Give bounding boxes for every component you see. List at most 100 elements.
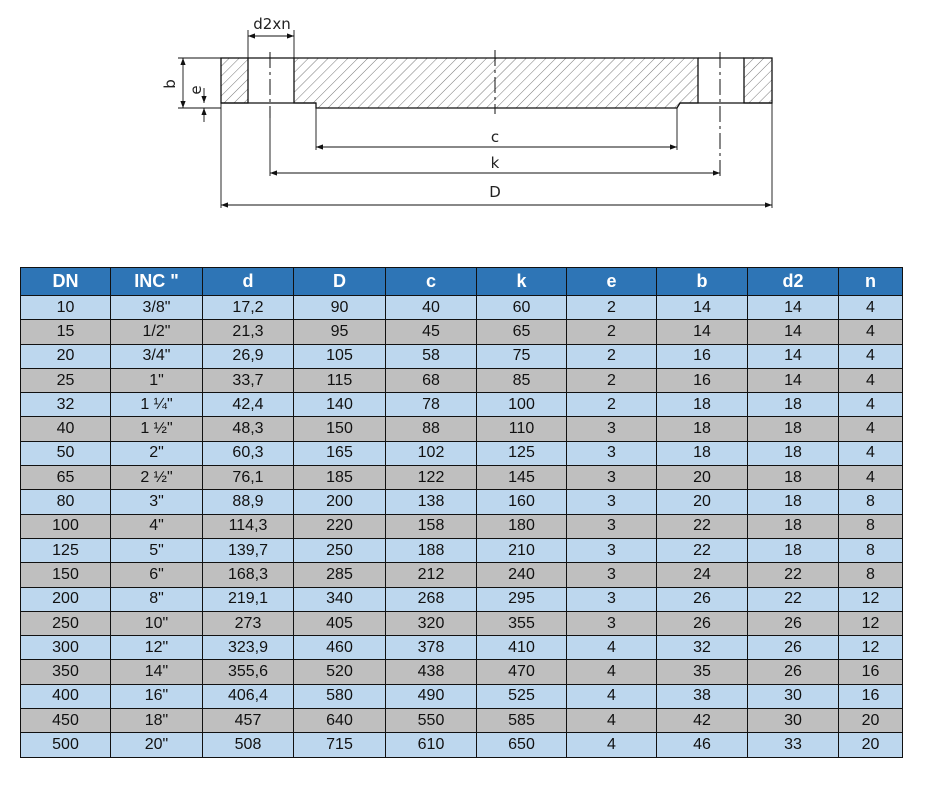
table-cell: 16	[838, 659, 903, 685]
table-cell: 10	[20, 294, 111, 321]
table-cell: 14	[656, 319, 748, 345]
label-b: b	[161, 79, 179, 89]
table-cell: 14	[747, 367, 839, 394]
table-cell: 470	[476, 659, 567, 685]
table-cell: 4	[838, 440, 903, 467]
column-header: e	[566, 267, 657, 296]
table-cell: 80	[20, 489, 111, 515]
table-cell: 610	[385, 732, 477, 758]
table-cell: 4"	[110, 513, 203, 539]
table-cell: 48,3	[202, 416, 294, 442]
table-cell: 160	[476, 489, 567, 515]
table-cell: 17,2	[202, 294, 294, 321]
dimension-lines	[178, 30, 773, 208]
table-cell: 2	[566, 343, 657, 369]
table-cell: 500	[20, 732, 111, 758]
column-header: DN	[20, 267, 111, 296]
table-cell: 1 ½"	[110, 416, 203, 442]
table-cell: 125	[20, 537, 111, 564]
table-cell: 180	[476, 513, 567, 539]
table-cell: 100	[476, 392, 567, 418]
table-cell: 32	[20, 392, 111, 418]
table-cell: 158	[385, 513, 477, 539]
table-cell: 12"	[110, 635, 203, 661]
table-cell: 4	[838, 416, 903, 442]
table-cell: 125	[476, 440, 567, 467]
table-cell: 8	[838, 537, 903, 564]
label-k: k	[491, 154, 500, 172]
table-cell: 40	[20, 416, 111, 442]
table-cell: 25	[20, 367, 111, 394]
table-cell: 4	[566, 708, 657, 734]
table-cell: 4	[838, 343, 903, 369]
table-cell: 150	[20, 562, 111, 588]
table-cell: 3/8"	[110, 294, 203, 321]
table-cell: 2	[566, 319, 657, 345]
column-header: INC "	[110, 267, 203, 296]
table-cell: 188	[385, 537, 477, 564]
table-cell: 8"	[110, 586, 203, 612]
table-cell: 3	[566, 489, 657, 515]
table-cell: 20	[838, 708, 903, 734]
table-cell: 410	[476, 635, 567, 661]
table-cell: 90	[293, 294, 386, 321]
table-cell: 24	[656, 562, 748, 588]
table-cell: 2	[566, 367, 657, 394]
table-cell: 8	[838, 513, 903, 539]
table-cell: 114,3	[202, 513, 294, 539]
table-cell: 65	[476, 319, 567, 345]
table-cell: 100	[20, 513, 111, 539]
table-cell: 18	[747, 465, 839, 491]
table-cell: 60	[476, 294, 567, 321]
table-cell: 88	[385, 416, 477, 442]
table-cell: 4	[838, 319, 903, 345]
table-cell: 1"	[110, 367, 203, 394]
table-cell: 122	[385, 465, 477, 491]
table-cell: 400	[20, 683, 111, 710]
table-cell: 240	[476, 562, 567, 588]
table-cell: 14	[747, 294, 839, 321]
table-cell: 438	[385, 659, 477, 685]
table-cell: 38	[656, 683, 748, 710]
table-cell: 85	[476, 367, 567, 394]
table-cell: 20	[656, 489, 748, 515]
table-cell: 165	[293, 440, 386, 467]
table-cell: 68	[385, 367, 477, 394]
table-cell: 2"	[110, 440, 203, 467]
table-cell: 42	[656, 708, 748, 734]
table-cell: 210	[476, 537, 567, 564]
table-cell: 14	[656, 294, 748, 321]
table-cell: 150	[293, 416, 386, 442]
table-cell: 3	[566, 513, 657, 539]
table-cell: 12	[838, 635, 903, 661]
table-cell: 20	[20, 343, 111, 369]
table-cell: 35	[656, 659, 748, 685]
table-cell: 20	[656, 465, 748, 491]
table-cell: 3	[566, 416, 657, 442]
table-cell: 33	[747, 732, 839, 758]
table-cell: 405	[293, 610, 386, 637]
table-cell: 45	[385, 319, 477, 345]
table-cell: 1 ¼"	[110, 392, 203, 418]
table-cell: 75	[476, 343, 567, 369]
table-cell: 212	[385, 562, 477, 588]
table-cell: 139,7	[202, 537, 294, 564]
table-cell: 26	[656, 586, 748, 612]
table-cell: 20	[838, 732, 903, 758]
table-cell: 22	[656, 513, 748, 539]
table-cell: 26,9	[202, 343, 294, 369]
table-cell: 18	[656, 440, 748, 467]
table-cell: 18	[747, 440, 839, 467]
label-e: e	[187, 85, 205, 94]
